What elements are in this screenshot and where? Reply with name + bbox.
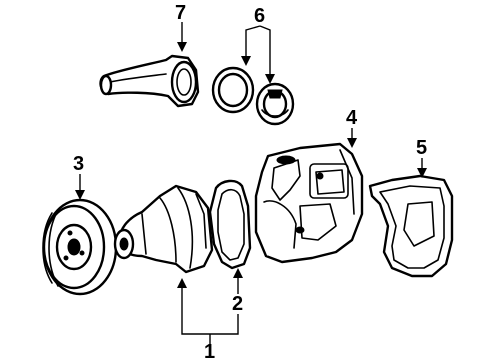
leader-1: [177, 278, 239, 344]
part-3-pulley: [42, 198, 118, 296]
leader-2: [233, 268, 243, 294]
callout-3: 3: [73, 153, 84, 175]
part-1-water-pump: [113, 184, 214, 274]
callout-1: 1: [204, 341, 215, 360]
part-6-thermostat: [255, 82, 295, 126]
part-7-thermostat-housing: [99, 54, 200, 108]
part-6-gasket: [211, 66, 255, 114]
part-4-front-cover: [254, 142, 364, 264]
callout-4: 4: [346, 107, 358, 129]
callout-7: 7: [175, 2, 186, 24]
leader-3: [75, 174, 85, 200]
part-2-pump-gasket: [208, 179, 252, 270]
callout-5: 5: [416, 137, 427, 159]
callout-6: 6: [254, 5, 265, 27]
leader-5: [417, 158, 427, 178]
leader-6: [241, 25, 275, 84]
part-5-cover-gasket: [368, 174, 454, 278]
leader-7: [177, 22, 187, 52]
callout-2: 2: [232, 293, 243, 315]
leader-4: [347, 128, 357, 148]
